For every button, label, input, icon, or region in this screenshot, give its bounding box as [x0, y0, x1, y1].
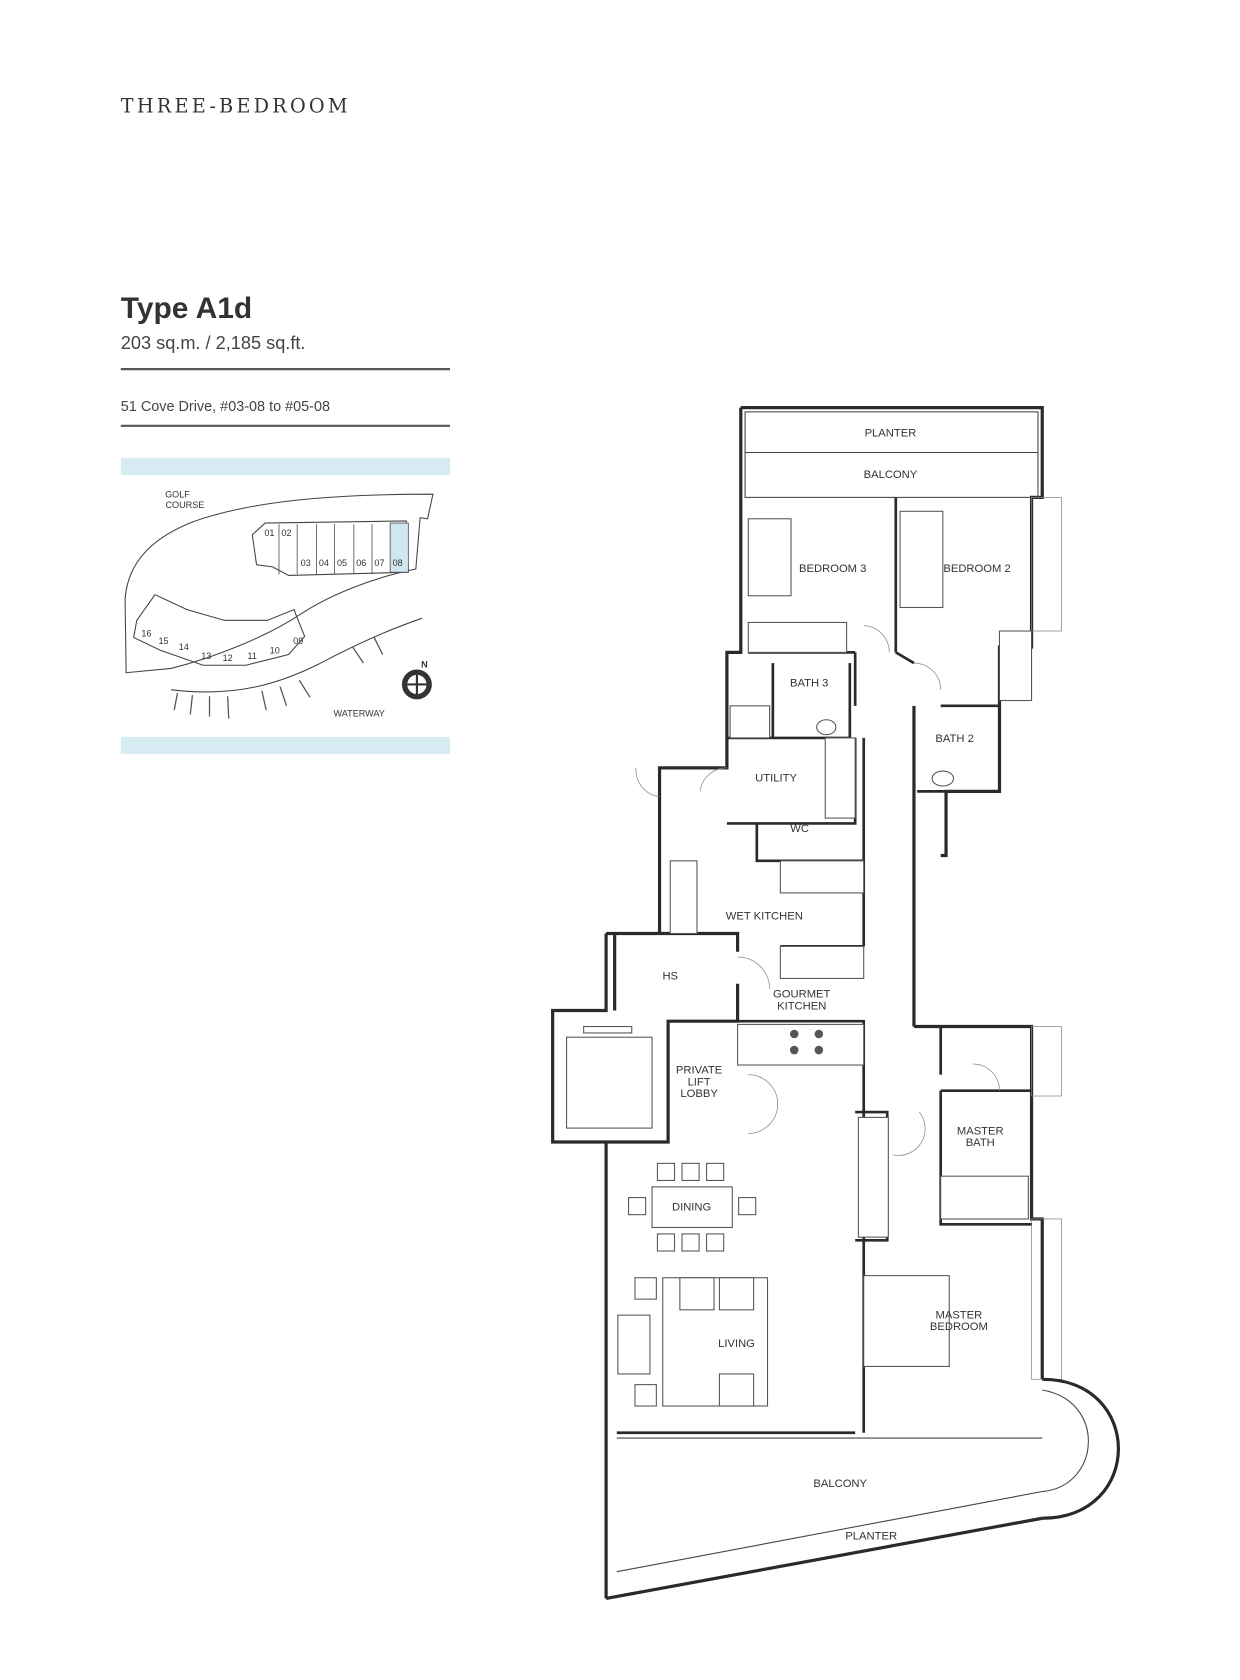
wardrobe-bedroom3	[747, 621, 848, 653]
balcony-planter-line	[616, 1389, 1089, 1573]
compass-icon: N	[401, 659, 432, 700]
key-plan-band-top	[120, 457, 451, 475]
label-gourmet-kitchen: KITCHEN	[777, 1000, 826, 1012]
window-strip	[1031, 1026, 1062, 1097]
label-hs: HS	[662, 971, 678, 983]
wet-kitchen-counter	[669, 860, 698, 935]
label-balcony-top: BALCONY	[864, 469, 918, 481]
label-private-lift-lobby: LOBBY	[680, 1088, 718, 1100]
key-unit-02: 02	[281, 528, 291, 538]
curved-balcony-wall	[1042, 1377, 1120, 1520]
key-unit-05: 05	[337, 558, 347, 568]
window-strip	[1031, 497, 1062, 632]
key-unit-03: 03	[301, 558, 311, 568]
building-bottom	[133, 593, 306, 666]
key-unit-16: 16	[141, 628, 151, 638]
label-master-bath: BATH	[966, 1137, 995, 1149]
building-top	[251, 520, 409, 576]
label-planter-bottom: PLANTER	[845, 1531, 897, 1543]
living-sofas	[617, 1277, 755, 1407]
key-plan: 01 02 03 04 05 06 07 08 09 10 11 12 13 1…	[120, 457, 451, 754]
key-unit-14: 14	[179, 642, 189, 652]
label-master-bath: MASTER	[957, 1126, 1004, 1138]
label-gourmet-kitchen: GOURMET	[773, 989, 830, 1001]
dining-table	[651, 1186, 733, 1229]
gourmet-counter	[779, 945, 865, 979]
label-master-bedroom: BEDROOM	[930, 1321, 988, 1333]
label-bedroom3: BEDROOM 3	[799, 563, 866, 575]
lift-door	[583, 1025, 633, 1034]
dining-chairs	[628, 1162, 757, 1252]
label-dining: DINING	[672, 1201, 711, 1213]
key-unit-11: 11	[248, 651, 257, 661]
key-label-golf: GOLF	[165, 489, 190, 499]
key-unit-12: 12	[223, 653, 233, 663]
floor-plan: PLANTER BALCONY BEDROOM 3 BEDROOM 2 BATH…	[551, 405, 1120, 1601]
unit-type-title: Type A1d	[121, 292, 252, 325]
key-unit-highlight	[389, 522, 409, 573]
bed-bedroom2	[899, 510, 944, 609]
window-strip	[1031, 1218, 1062, 1380]
compass-north: N	[421, 659, 428, 669]
label-private-lift-lobby: PRIVATE	[676, 1065, 722, 1077]
key-unit-01: 01	[264, 528, 274, 538]
site-boundary	[124, 493, 434, 674]
key-unit-09: 09	[293, 636, 303, 646]
unit-area: 203 sq.m. / 2,185 sq.ft.	[121, 333, 306, 353]
unit-address: 51 Cove Drive, #03-08 to #05-08	[121, 399, 330, 415]
shower-utility	[824, 737, 856, 819]
label-utility: UTILITY	[755, 773, 797, 785]
key-label-course: COURSE	[166, 500, 205, 510]
waterway-promenade	[170, 617, 423, 693]
cooktop-icon	[789, 1029, 824, 1055]
bathtub	[940, 1175, 1029, 1220]
label-private-lift-lobby: LIFT	[688, 1076, 711, 1088]
key-plan-band-bottom	[120, 736, 451, 754]
kitchen-island	[737, 1023, 865, 1066]
lift-car	[566, 1036, 653, 1129]
top-balcony-outline	[744, 411, 1039, 498]
label-master-bedroom: MASTER	[935, 1309, 982, 1321]
label-planter-top: PLANTER	[865, 427, 917, 439]
key-label-waterway: WATERWAY	[334, 709, 385, 719]
key-unit-15: 15	[158, 636, 168, 646]
label-wc: WC	[790, 823, 809, 835]
key-unit-10: 10	[270, 645, 280, 655]
hs-lift-wall	[551, 931, 740, 1144]
basin-bath3	[816, 719, 837, 736]
bed-master	[863, 1275, 950, 1367]
key-unit-07: 07	[374, 558, 384, 568]
label-bath3: BATH 3	[790, 678, 828, 690]
label-bedroom2: BEDROOM 2	[943, 563, 1010, 575]
basin-bath2	[931, 770, 955, 787]
door-swings	[635, 625, 1000, 1156]
label-balcony-bottom: BALCONY	[813, 1478, 867, 1490]
label-wet-kitchen: WET KITCHEN	[726, 911, 803, 923]
key-unit-13: 13	[201, 651, 211, 661]
bed-bedroom3	[747, 518, 792, 597]
label-living: LIVING	[718, 1338, 755, 1350]
key-unit-06: 06	[356, 558, 366, 568]
key-unit-08: 08	[393, 558, 403, 568]
sink-counter	[779, 860, 865, 894]
wardrobe-bedroom2	[998, 630, 1033, 702]
label-bath2: BATH 2	[935, 733, 973, 745]
key-unit-04: 04	[319, 558, 329, 568]
shower-bath3	[729, 705, 771, 739]
category-heading: THREE-BEDROOM	[121, 95, 351, 118]
wardrobe-master	[857, 1116, 889, 1238]
